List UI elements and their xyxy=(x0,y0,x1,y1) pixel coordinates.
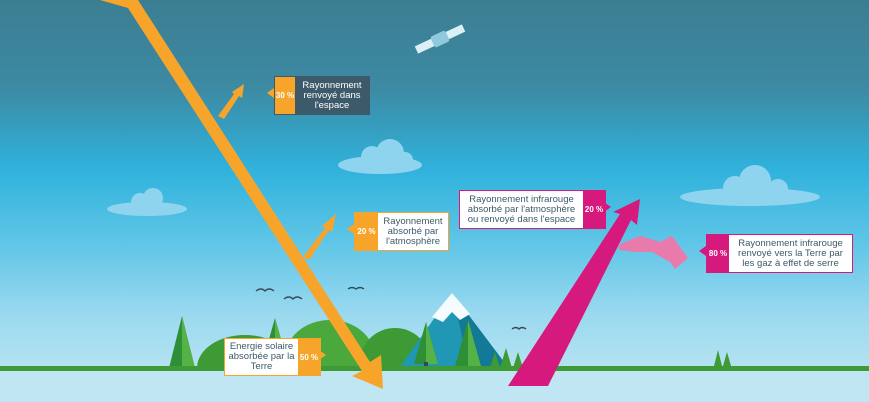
infrared-return-arrow xyxy=(618,236,688,269)
percent-badge: 50 % xyxy=(298,339,320,375)
callout-pointer xyxy=(347,224,354,234)
callout-label: Rayonnement renvoyé dans l'espace xyxy=(295,77,369,114)
callout-label: Rayonnement infrarouge renvoyé vers la T… xyxy=(729,235,852,272)
callout-label: Rayonnement infrarouge absorbé par l'atm… xyxy=(460,191,583,228)
infrared-emission-arrow xyxy=(508,199,640,386)
callout-pointer xyxy=(319,350,326,360)
reflected-arrow xyxy=(218,84,244,119)
percent-badge: 20 % xyxy=(355,213,378,250)
callout-pointer xyxy=(604,202,611,212)
callout-absorbed-atmosphere: 20 % Rayonnement absorbé par l'atmosphèr… xyxy=(354,212,449,251)
callout-absorbed-earth: Energie solaire absorbée par la Terre 50… xyxy=(224,338,321,376)
cloud-icon xyxy=(107,188,187,216)
percent-badge: 80 % xyxy=(707,235,729,272)
ground xyxy=(0,371,869,402)
callout-label: Rayonnement absorbé par l'atmosphère xyxy=(378,213,448,250)
callout-ir-greenhouse: 80 % Rayonnement infrarouge renvoyé vers… xyxy=(706,234,853,273)
callout-pointer xyxy=(267,88,274,98)
percent-badge: 20 % xyxy=(583,191,605,228)
callout-ir-escaping: Rayonnement infrarouge absorbé par l'atm… xyxy=(459,190,606,229)
callout-label: Energie solaire absorbée par la Terre xyxy=(225,339,298,375)
absorbed-atmosphere-arrow xyxy=(303,214,336,260)
callout-reflected: 30 % Rayonnement renvoyé dans l'espace xyxy=(274,76,370,115)
solar-radiation-arrow xyxy=(100,0,383,389)
cloud-icon xyxy=(680,165,820,206)
satellite-icon xyxy=(414,24,466,54)
callout-pointer xyxy=(699,246,706,256)
grass-strip xyxy=(0,366,869,371)
percent-badge: 30 % xyxy=(275,77,295,114)
cloud-icon xyxy=(338,139,422,174)
bird-icon xyxy=(255,286,527,330)
tree-icon xyxy=(490,348,731,368)
